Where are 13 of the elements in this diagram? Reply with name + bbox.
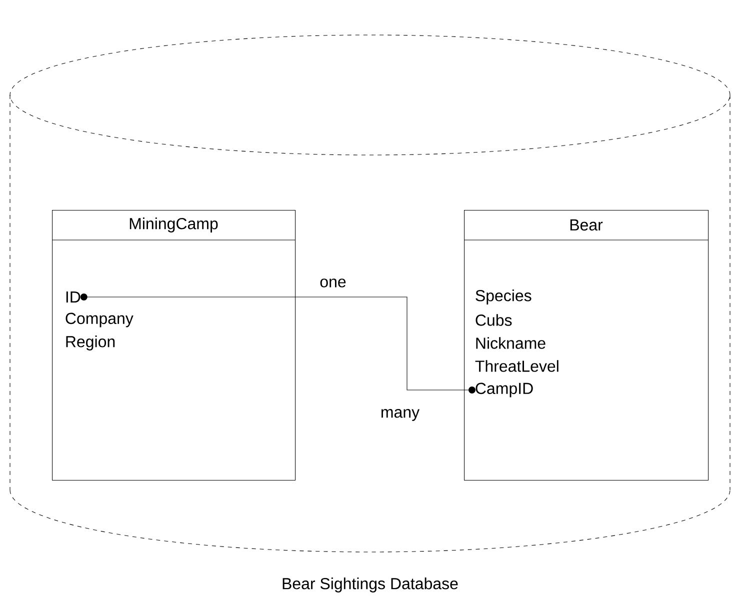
field-name: ThreatLevel — [475, 360, 558, 372]
field-name: Species — [476, 290, 532, 304]
field-name: Cubs — [476, 314, 512, 326]
field-name: ID — [66, 292, 80, 302]
caption: Bear Sightings Database — [282, 578, 458, 592]
field-name: CampID — [476, 382, 533, 398]
connector-line — [80, 294, 476, 394]
end-label: one — [320, 278, 346, 288]
end-label: many — [382, 409, 420, 421]
field-name: Nickname — [476, 337, 546, 349]
field-name: Region — [66, 336, 115, 350]
field-name: Company — [66, 312, 134, 328]
database-cylinder — [10, 34, 730, 552]
